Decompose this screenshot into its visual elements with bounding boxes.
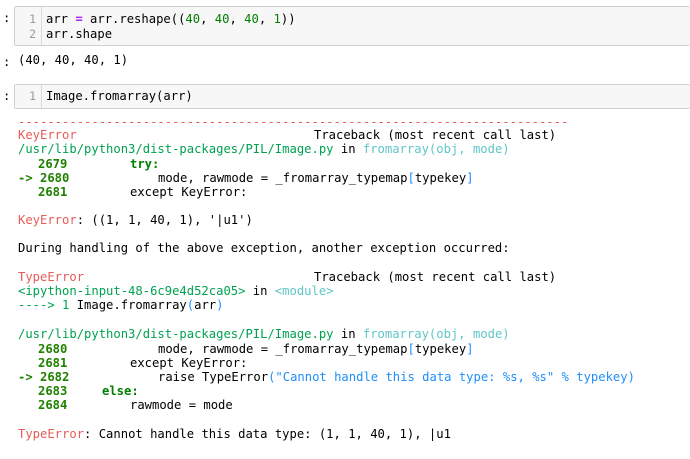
code-token: ))	[280, 12, 296, 26]
line-number: 1	[29, 12, 36, 26]
line-number: 2680	[38, 342, 68, 356]
traceback-label: Traceback (most recent call last)	[314, 128, 557, 142]
code-text: rawmode = mode	[130, 398, 233, 412]
traceback-line-current: -> 2680 mode, rawmode = _fromarray_typema…	[18, 171, 474, 186]
cell-2-input-prompt: :	[3, 89, 11, 103]
cell-1-output: (40, 40, 40, 1)	[18, 53, 129, 67]
code-token: arr	[46, 12, 69, 26]
error-name: KeyError	[18, 128, 77, 142]
line-number: 2684	[38, 398, 68, 412]
code-token: 1	[273, 12, 281, 26]
traceback-header: KeyError Traceback (most recent call last…	[18, 128, 556, 143]
traceback-line-current: ----> 1 Image.fromarray(arr)	[18, 298, 223, 313]
code-token: typekey	[414, 171, 467, 185]
traceback-frame-location: <ipython-input-48-6c9e4d52ca05> in <modu…	[18, 284, 334, 299]
current-line-arrow: ----> 1	[18, 298, 70, 312]
code-token: )	[216, 298, 224, 312]
line-number: 2683	[38, 384, 68, 398]
current-line-arrow: -> 2680	[18, 171, 70, 185]
cell-1-code-editor[interactable]: 1 2 arr = arr.reshape((40, 40, 40, 1)) a…	[14, 6, 690, 46]
error-name: TypeError	[18, 427, 85, 441]
in-keyword: in	[333, 142, 363, 156]
line-number: 2681	[38, 356, 68, 370]
current-line-arrow: -> 2682	[18, 370, 70, 384]
code-token: 40	[214, 12, 230, 26]
line-number: 2681	[38, 185, 68, 199]
code-token: ,	[200, 12, 215, 26]
cell-1-input-prompt: :	[3, 11, 11, 25]
code-line: arr.shape	[46, 27, 113, 41]
code-token: raise TypeError	[158, 370, 269, 384]
code-token: =	[68, 12, 91, 26]
line-number: 1	[29, 89, 36, 103]
final-exception-message: TypeError: Cannot handle this data type:…	[18, 427, 451, 442]
error-name: KeyError	[18, 213, 77, 227]
code-token: ,	[258, 12, 274, 26]
code-token: typekey	[414, 342, 467, 356]
traceback-frame-location: /usr/lib/python3/dist-packages/PIL/Image…	[18, 142, 510, 157]
code-token: arr	[194, 298, 217, 312]
code-text: except KeyError:	[130, 185, 248, 199]
line-number-gutter: 1	[15, 85, 42, 108]
error-name: TypeError	[18, 270, 85, 284]
code-text: mode, rawmode = _fromarray_typemap[typek…	[158, 342, 474, 357]
error-text: : ((1, 1, 40, 1), '|u1')	[76, 213, 253, 227]
code-lines: arr = arr.reshape((40, 40, 40, 1)) arr.s…	[46, 12, 296, 68]
code-token: [	[407, 342, 415, 356]
code-line: arr = arr.reshape((40, 40, 40, 1))	[46, 12, 296, 27]
code-token: mode, rawmode = _fromarray_typemap	[158, 342, 408, 356]
traceback-label: Traceback (most recent call last)	[314, 270, 557, 284]
function-args: (obj, mode)	[428, 327, 510, 341]
code-token: 40	[185, 12, 201, 26]
code-token: ,	[229, 12, 245, 26]
function-name: fromarray	[362, 142, 429, 156]
cell-1-output-prompt: :	[3, 55, 11, 69]
function-name: fromarray	[362, 327, 429, 341]
error-text: : Cannot handle this data type: (1, 1, 4…	[84, 427, 451, 441]
code-token: arr.reshape((	[90, 12, 186, 26]
exception-message: KeyError: ((1, 1, 40, 1), '|u1')	[18, 213, 253, 228]
code-text: except KeyError:	[130, 356, 248, 370]
line-number-gutter: 1 2	[15, 7, 42, 45]
code-token: ("Cannot handle this data type: %s, %s" …	[268, 370, 635, 384]
line-number: 2679	[38, 157, 68, 171]
code-token: Image.fromarray	[69, 298, 187, 312]
in-keyword: in	[333, 327, 363, 341]
code-lines: Image.fromarray(arr)	[46, 89, 193, 131]
traceback-frame-location: /usr/lib/python3/dist-packages/PIL/Image…	[18, 327, 510, 342]
code-token: ]	[466, 342, 474, 356]
file-path: /usr/lib/python3/dist-packages/PIL/Image…	[18, 327, 334, 341]
code-token: ]	[466, 171, 474, 185]
code-token: 40	[244, 12, 259, 26]
traceback-line-current: -> 2682 raise TypeError("Cannot handle th…	[18, 370, 635, 385]
code-token: [	[407, 171, 415, 185]
code-text: else:	[102, 384, 139, 398]
cell-2-code-editor[interactable]: 1 Image.fromarray(arr)	[14, 84, 690, 109]
code-line: Image.fromarray(arr)	[46, 89, 193, 103]
traceback-divider: ----------------------------------------…	[18, 115, 569, 129]
code-text: raise TypeError("Cannot handle this data…	[158, 370, 635, 385]
in-keyword: in	[245, 284, 275, 298]
code-text: try:	[130, 157, 160, 171]
module-name: <module>	[274, 284, 334, 298]
traceback-header: TypeError Traceback (most recent call las…	[18, 270, 556, 285]
code-token: mode, rawmode = _fromarray_typemap	[158, 171, 408, 185]
code-text: mode, rawmode = _fromarray_typemap[typek…	[158, 171, 474, 186]
function-args: (obj, mode)	[428, 142, 510, 156]
line-number: 2	[29, 27, 36, 41]
chained-exception-notice: During handling of the above exception, …	[18, 241, 510, 255]
ipython-input-id: <ipython-input-48-6c9e4d52ca05>	[18, 284, 246, 298]
file-path: /usr/lib/python3/dist-packages/PIL/Image…	[18, 142, 334, 156]
code-token: (	[186, 298, 195, 312]
